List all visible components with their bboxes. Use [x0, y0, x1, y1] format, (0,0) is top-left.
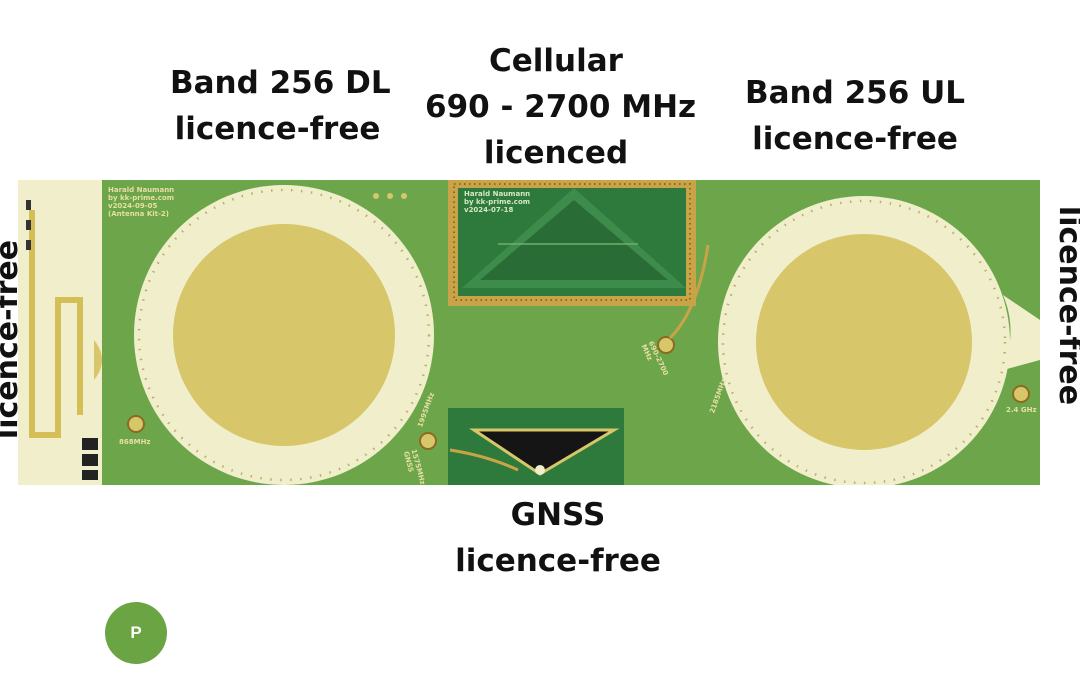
- band256-ul-label: Band 256 UL licence-free: [745, 70, 965, 162]
- connector-690: [657, 336, 675, 354]
- right-disc-vias: [721, 199, 1007, 485]
- header-center-line2: by kk-prime.com: [464, 198, 531, 206]
- right-side-antenna: [1003, 295, 1040, 370]
- cellular-label: Cellular 690 - 2700 MHz licenced: [425, 38, 697, 176]
- right-side-licence-label: licence-free: [1052, 205, 1080, 406]
- band256-dl-licence: licence-free: [174, 111, 381, 147]
- header-left-line1: Harald Naumann: [108, 186, 175, 194]
- left-side-licence-label: licence-free: [0, 239, 26, 440]
- band256-ul-title: Band 256 UL: [745, 75, 966, 111]
- gnss-title: GNSS: [510, 497, 606, 533]
- band256-dl-label: Band 256 DL licence-free: [170, 60, 391, 152]
- header-left-line2: by kk-prime.com: [108, 194, 175, 202]
- gnss-licence: licence-free: [455, 543, 661, 579]
- cellular-licence: licenced: [483, 135, 629, 171]
- band256-dl-title: Band 256 DL: [170, 65, 391, 101]
- freq-868-label: 868MHz: [119, 438, 151, 446]
- header-left-line4: (Antenna Kit-2): [108, 210, 169, 218]
- pcb-artwork: [18, 180, 1040, 488]
- cellular-freq: 690 - 2700 MHz: [425, 89, 697, 125]
- connector-24: [1012, 385, 1030, 403]
- left-disc-vias: [137, 188, 431, 482]
- freq-24-label: 2.4 GHz: [1006, 406, 1037, 414]
- left-disc-copper: [173, 224, 395, 446]
- gnss-label: GNSS licence-free: [455, 492, 661, 584]
- header-left: Harald Naumann by kk-prime.com v2024-09-…: [108, 186, 174, 218]
- profile-badge[interactable]: P: [105, 602, 167, 664]
- connector-1995: [419, 432, 437, 450]
- connector-868: [127, 415, 145, 433]
- band256-ul-licence: licence-free: [752, 121, 958, 157]
- header-center: Harald Naumann by kk-prime.com v2024-07-…: [464, 190, 530, 214]
- header-center-line1: Harald Naumann: [464, 190, 531, 198]
- pcb-board: Harald Naumann by kk-prime.com v2024-09-…: [18, 180, 1040, 488]
- right-disc-copper: [756, 234, 972, 450]
- header-left-line3: v2024-09-05: [108, 202, 158, 210]
- gnss-patch: [469, 428, 620, 476]
- cellular-title: Cellular: [489, 43, 623, 79]
- meander-trace: [29, 210, 83, 438]
- header-center-line3: v2024-07-18: [464, 206, 514, 214]
